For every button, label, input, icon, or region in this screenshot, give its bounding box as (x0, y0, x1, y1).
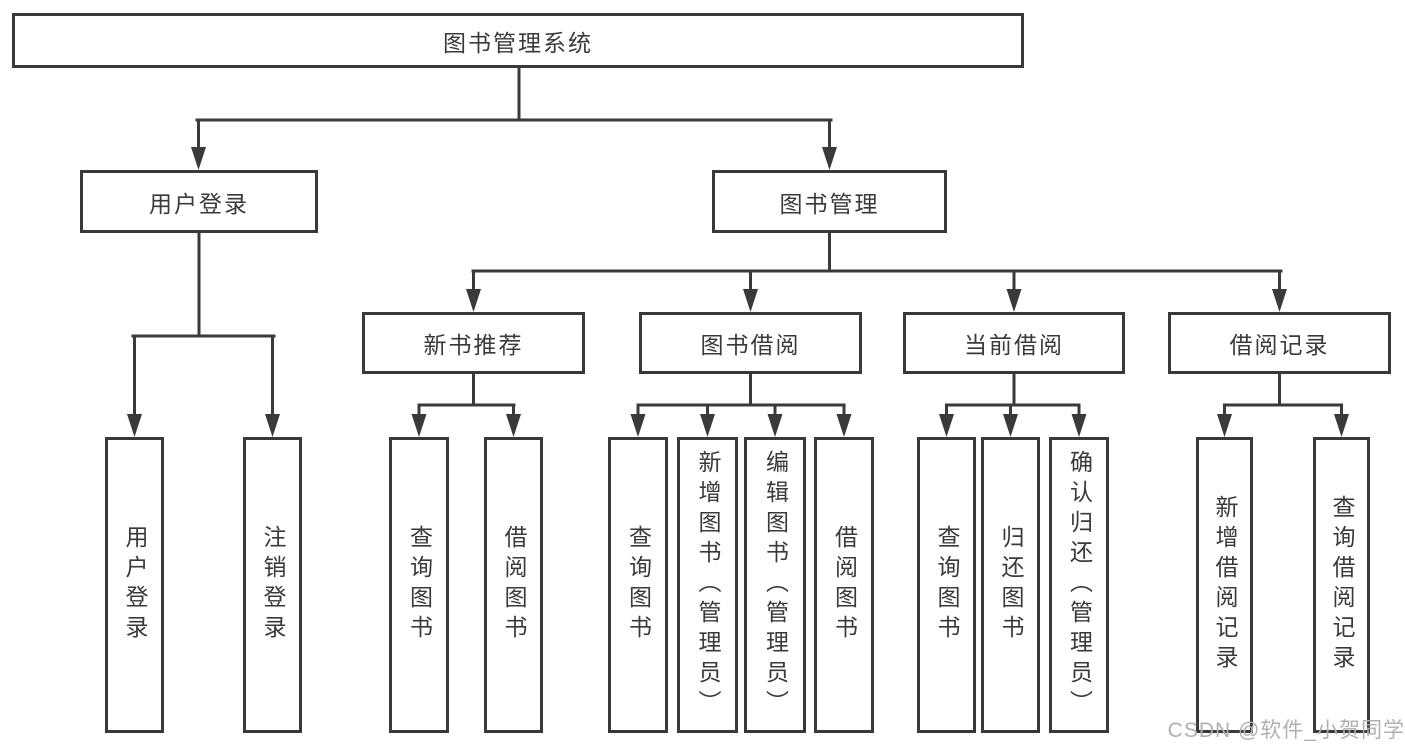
leaf-query-books-recommend: 查询图书 (389, 437, 449, 733)
node-label: 新增图书（管理员） (695, 450, 721, 720)
leaf-query-books-current: 查询图书 (917, 437, 976, 733)
node-label: 图书借阅 (700, 332, 801, 358)
node-label: 新书推荐 (423, 332, 524, 358)
leaf-query-books-borrow: 查询图书 (608, 437, 668, 733)
leaf-borrow-books: 借阅图书 (814, 437, 874, 733)
node-label: 注销登录 (260, 525, 286, 645)
leaf-query-borrow-record: 查询借阅记录 (1313, 437, 1370, 733)
node-label: 查询借阅记录 (1329, 495, 1355, 675)
leaf-logout: 注销登录 (243, 437, 302, 733)
leaf-borrow-books-recommend: 借阅图书 (484, 437, 543, 733)
leaf-edit-books-admin: 编辑图书（管理员） (744, 437, 806, 733)
node-new-book-recommend: 新书推荐 (362, 312, 585, 374)
node-label: 借阅图书 (501, 525, 527, 645)
node-book-borrow: 图书借阅 (639, 312, 862, 374)
node-label: 查询图书 (406, 525, 433, 645)
node-label: 当前借阅 (964, 332, 1064, 358)
node-label: 用户登录 (149, 190, 249, 217)
node-label: 图书管理 (779, 190, 880, 217)
node-book-management-module: 图书管理 (712, 170, 947, 233)
node-label: 借阅记录 (1229, 332, 1330, 358)
node-label: 归还图书 (998, 525, 1024, 645)
node-label: 新增借阅记录 (1212, 495, 1238, 675)
node-label: 借阅图书 (831, 525, 858, 645)
node-label: 确认归还（管理员） (1066, 450, 1093, 720)
node-user-login-module: 用户登录 (80, 170, 318, 233)
leaf-add-books-admin: 新增图书（管理员） (677, 437, 738, 733)
node-root-system: 图书管理系统 (12, 13, 1024, 68)
arrowhead-icons (127, 147, 1349, 437)
leaf-return-books: 归还图书 (981, 437, 1040, 733)
node-label: 图书管理系统 (443, 29, 593, 56)
connector-paths (131, 64, 1343, 424)
leaf-add-borrow-record: 新增借阅记录 (1196, 437, 1253, 733)
leaf-confirm-return-admin: 确认归还（管理员） (1049, 437, 1109, 733)
node-borrow-records: 借阅记录 (1168, 312, 1391, 374)
node-label: 编辑图书（管理员） (762, 450, 789, 720)
leaf-user-login: 用户登录 (105, 437, 164, 733)
node-label: 查询图书 (625, 525, 652, 645)
csdn-watermark: CSDN @软件_小贺同学 (1167, 719, 1405, 742)
node-label: 查询图书 (934, 525, 960, 645)
node-current-borrow: 当前借阅 (903, 312, 1125, 374)
node-label: 用户登录 (122, 525, 148, 645)
